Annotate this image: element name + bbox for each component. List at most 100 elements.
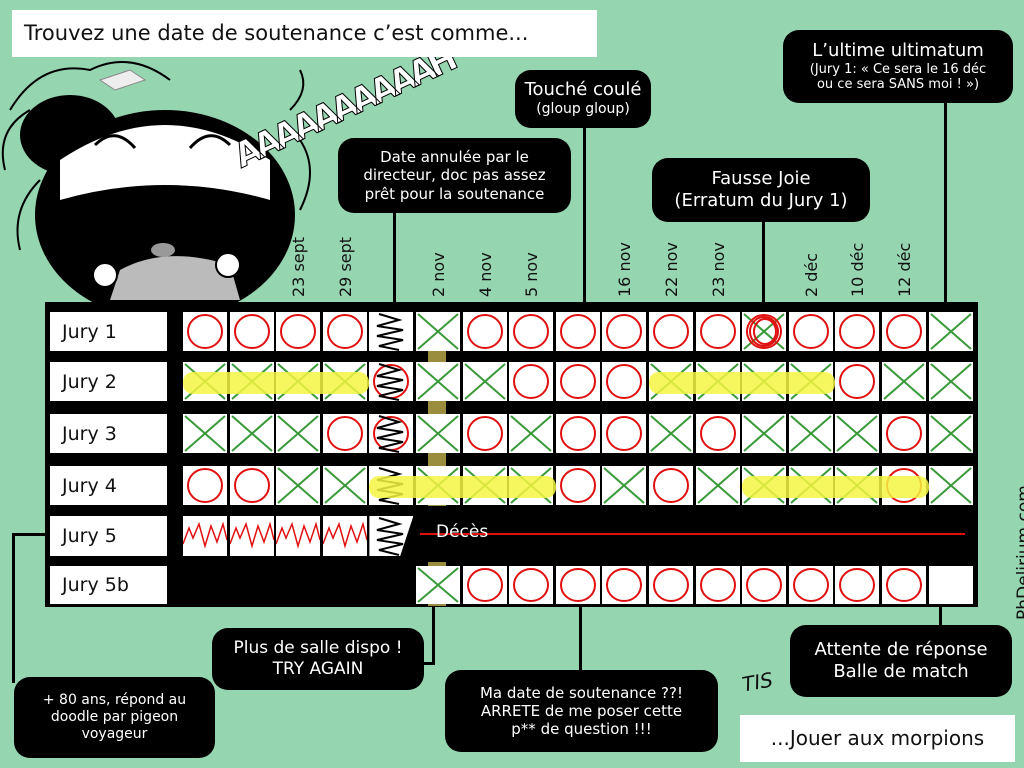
zigzag-mark	[322, 516, 368, 556]
cross-mark	[695, 466, 740, 505]
connector-line	[939, 605, 942, 630]
callout-line: Touché coulé	[524, 79, 642, 101]
callout-line: Balle de match	[833, 661, 969, 682]
circle-mark	[649, 466, 693, 505]
callout-salle: Plus de salle dispo ! TRY AGAIN	[212, 628, 424, 690]
cross-mark	[835, 414, 880, 453]
callout-line: ARRETE de me poser cette	[480, 701, 683, 720]
circle-mark	[555, 312, 600, 351]
date-label: 5 nov	[522, 252, 542, 297]
circle-mark	[695, 566, 740, 604]
callout-ultime-ultimatum: L’ultime ultimatum (Jury 1: « Ce sera le…	[783, 30, 1013, 103]
connector-line	[393, 212, 396, 304]
date-label: 23 nov	[708, 242, 728, 297]
cross-mark	[882, 362, 926, 401]
circle-mark	[835, 312, 880, 351]
callout-line: Ma date de soutenance ??!	[479, 683, 683, 702]
date-label: 23 sept	[289, 236, 309, 297]
scrawled-circle-mark	[742, 312, 787, 351]
date-label: 16 nov	[615, 242, 635, 297]
doodle-grid	[45, 302, 978, 607]
cross-mark	[416, 312, 460, 351]
callout-line: + 80 ans, répond au	[42, 691, 187, 708]
circle-mark	[555, 414, 600, 453]
circle-mark	[229, 466, 274, 505]
jury-label: Jury 5b	[50, 566, 167, 604]
jury-label: Jury 4	[50, 466, 167, 505]
cross-mark	[602, 466, 647, 505]
circle-mark	[462, 312, 507, 351]
callout-line: (Erratum du Jury 1)	[674, 190, 848, 211]
cross-mark	[928, 466, 973, 505]
jury-label: Jury 3	[50, 414, 167, 453]
cross-mark	[229, 414, 274, 453]
cross-mark	[928, 362, 973, 401]
circle-mark	[788, 566, 833, 604]
cross-mark	[276, 466, 321, 505]
circle-mark	[602, 566, 647, 604]
connector-line	[12, 533, 50, 536]
callout-line: Attente de réponse	[814, 639, 988, 661]
jury-label: Jury 5	[50, 516, 167, 556]
yellow-highlight	[183, 372, 370, 394]
circle-mark	[835, 362, 880, 401]
signature: TIS	[740, 667, 775, 697]
cross-mark	[322, 466, 367, 505]
cross-mark	[276, 414, 321, 453]
date-label: 2 nov	[429, 252, 448, 297]
page-title: Trouvez une date de soutenance c’est com…	[12, 10, 597, 57]
connector-line	[583, 125, 586, 305]
date-label: 12 déc	[895, 242, 914, 297]
callout-line: ou ce sera SANS moi ! »)	[816, 77, 980, 93]
callout-line: (gloup gloup)	[536, 101, 630, 118]
cross-mark	[416, 414, 460, 453]
callout-line: (Jury 1: « Ce sera le 16 déc	[809, 61, 987, 77]
callout-line: prêt pour la soutenance	[364, 184, 545, 203]
circle-mark	[602, 362, 647, 401]
circle-mark	[229, 312, 274, 351]
jury-label: Jury 2	[50, 362, 167, 401]
cross-mark	[649, 414, 693, 453]
connector-line	[762, 220, 765, 315]
callout-line: voyageur	[81, 726, 148, 743]
circle-mark	[509, 312, 554, 351]
callout-attente: Attente de réponse Balle de match	[790, 625, 1012, 697]
cross-mark	[788, 414, 833, 453]
cross-mark	[462, 362, 507, 401]
ending-caption: ...Jouer aux morpions	[740, 715, 1015, 762]
circle-mark	[509, 566, 554, 604]
circle-mark	[555, 362, 600, 401]
zigzag-mark	[228, 516, 275, 556]
cross-mark	[183, 414, 227, 453]
circle-mark	[882, 414, 926, 453]
circle-mark	[602, 414, 647, 453]
circle-mark	[183, 466, 227, 505]
circle-mark	[462, 566, 507, 604]
deces-label: Décès	[436, 522, 489, 542]
connector-line	[944, 100, 947, 305]
circle-mark	[882, 312, 926, 351]
callout-line: doodle par pigeon	[50, 708, 179, 725]
cross-mark	[742, 414, 787, 453]
site-credit: PhDelirium.com	[1014, 485, 1024, 620]
callout-date-annulee: Date annulée par le directeur, doc pas a…	[338, 138, 571, 213]
cross-mark	[928, 414, 973, 453]
callout-touche-coule: Touché coulé (gloup gloup)	[515, 70, 651, 128]
callout-line: Date annulée par le	[380, 148, 529, 167]
circle-mark	[322, 312, 367, 351]
date-label: 4 nov	[475, 252, 495, 297]
date-label: 10 déc	[848, 242, 868, 297]
scribbled-circle-mark	[369, 362, 414, 401]
connector-line	[432, 605, 435, 665]
circle-mark	[276, 312, 321, 351]
yellow-highlight	[742, 476, 929, 498]
callout-line: p** de question !!!	[511, 720, 652, 739]
circle-mark	[649, 566, 693, 604]
callout-line: L’ultime ultimatum	[812, 39, 984, 61]
callout-line: TRY AGAIN	[272, 659, 364, 679]
zigzag-mark	[275, 516, 321, 556]
circle-mark	[788, 312, 833, 351]
circle-mark	[462, 414, 507, 453]
callout-line: directeur, doc pas assez	[363, 166, 546, 185]
circle-mark	[183, 312, 227, 351]
